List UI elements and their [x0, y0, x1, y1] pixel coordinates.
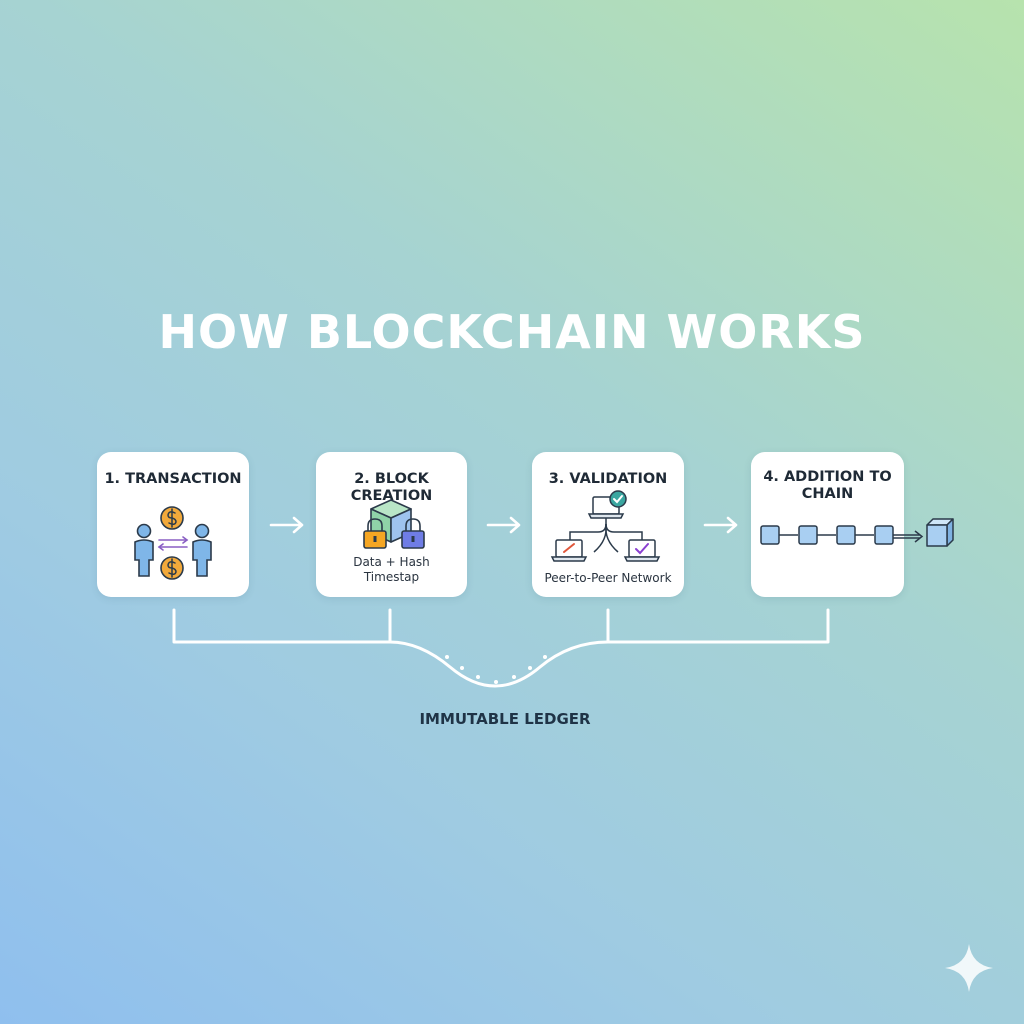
- step-card-addition-to-chain: 4. ADDITION TO CHAIN: [751, 452, 904, 597]
- sparkle-icon: [945, 944, 993, 992]
- page-title: HOW BLOCKCHAIN WORKS: [158, 305, 866, 359]
- people-exchange-coins-icon: [134, 506, 212, 580]
- arrow-right-icon: [486, 516, 521, 534]
- arrow-right-icon: [703, 516, 738, 534]
- step-title-addition-line1: 4. ADDITION TO: [763, 469, 892, 485]
- ledger-label: IMMUTABLE LEDGER: [419, 710, 591, 728]
- step-card-validation: 3. VALIDATION Peer-to-Peer Network: [532, 452, 684, 597]
- step-title-block-creation: 2. BLOCK CREATION: [350, 471, 433, 504]
- arrow-right-icon: [269, 516, 304, 534]
- step-title-transaction: 1. TRANSACTION: [104, 471, 242, 487]
- block-text-data-hash: Data + Hash: [353, 555, 430, 569]
- ledger-bracket-connector: [172, 608, 830, 688]
- validation-text-network: Peer-to-Peer Network: [544, 571, 672, 585]
- step-title-addition-line2: CHAIN: [801, 486, 854, 502]
- block-text-timestamp: Timestap: [363, 570, 420, 584]
- network-validation-icon: [550, 490, 661, 562]
- locked-block-icon: [363, 499, 425, 549]
- block-chain-icon: [760, 518, 954, 547]
- step-card-block-creation: 2. BLOCK CREATION Data + Hash Timestap: [316, 452, 467, 597]
- step-card-transaction: 1. TRANSACTION: [97, 452, 249, 597]
- step-title-validation: 3. VALIDATION: [548, 471, 668, 487]
